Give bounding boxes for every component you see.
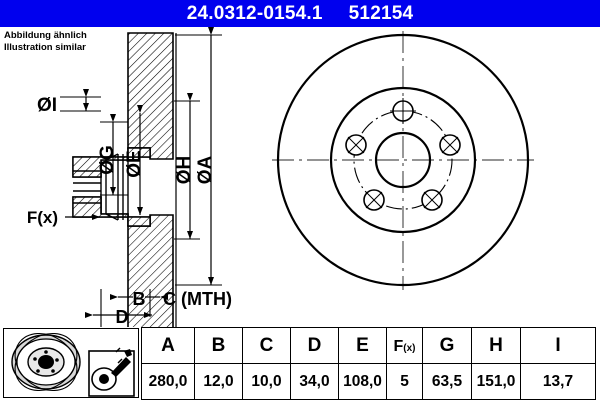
cross-section-view [72, 32, 177, 327]
icon-panel [3, 328, 139, 398]
bolt-circle [353, 110, 453, 210]
value-g: 63,5 [422, 363, 472, 400]
front-view [272, 31, 534, 290]
center-bore-circle [374, 131, 432, 189]
label-dia-a: ØA [195, 155, 216, 184]
col-header-b: B [194, 327, 243, 364]
header-bar: 24.0312-0154.1 512154 [0, 0, 600, 27]
article-number: 512154 [348, 3, 414, 24]
spray-coating-icon [88, 347, 135, 397]
outer-circle [276, 33, 530, 287]
spec-table: A B C D E F(x) G H I 280,0 12,0 10,0 34,… [141, 327, 596, 400]
col-header-a: A [141, 327, 195, 364]
col-header-d: D [290, 327, 339, 364]
label-c: C (MTH) [163, 289, 232, 309]
dimension-lines [60, 27, 222, 327]
table-value-row: 280,0 12,0 10,0 34,0 108,0 5 63,5 151,0 … [141, 363, 596, 400]
technical-drawing: ØI ØG ØE ØH ØA F(x) B C (MTH) D [27, 27, 534, 327]
value-c: 10,0 [242, 363, 291, 400]
label-fx: F(x) [27, 208, 58, 227]
icon-graphics [11, 332, 135, 397]
fx-main: F [393, 337, 404, 355]
value-b: 12,0 [194, 363, 243, 400]
value-d: 34,0 [290, 363, 339, 400]
value-h: 151,0 [471, 363, 521, 400]
hat-wall-lower [72, 196, 151, 227]
bolt-hole-marks [73, 170, 101, 204]
friction-ring-upper [127, 32, 174, 160]
label-dia-h: ØH [174, 156, 195, 185]
value-i: 13,7 [520, 363, 596, 400]
table-header-row: A B C D E F(x) G H I [141, 327, 596, 364]
label-dia-i: ØI [37, 95, 57, 116]
col-header-i: I [520, 327, 596, 364]
note-line-en: Illustration similar [4, 41, 86, 53]
label-b: B [133, 289, 146, 309]
label-dia-e: ØE [124, 150, 145, 177]
col-header-c: C [242, 327, 291, 364]
bolt-hole-crosses [347, 98, 459, 209]
col-header-g: G [422, 327, 472, 364]
value-e: 108,0 [338, 363, 387, 400]
hat-circle [329, 86, 477, 234]
spec-table-zone: A B C D E F(x) G H I 280,0 12,0 10,0 34,… [0, 327, 600, 400]
value-fx: 5 [386, 363, 423, 400]
note-line-de: Abbildung ähnlich [4, 30, 87, 41]
col-header-fx: F(x) [386, 327, 423, 364]
col-header-e: E [338, 327, 387, 364]
value-a: 280,0 [141, 363, 195, 400]
centerlines [272, 31, 534, 290]
label-dia-g: ØG [97, 145, 118, 175]
illustration-note: Abbildung ähnlich Illustration similar [4, 30, 87, 53]
brake-disc-icon [11, 332, 81, 392]
fx-sub: (x) [403, 342, 416, 354]
label-d: D [116, 307, 129, 327]
col-header-h: H [471, 327, 521, 364]
part-number: 24.0312-0154.1 [186, 3, 323, 24]
